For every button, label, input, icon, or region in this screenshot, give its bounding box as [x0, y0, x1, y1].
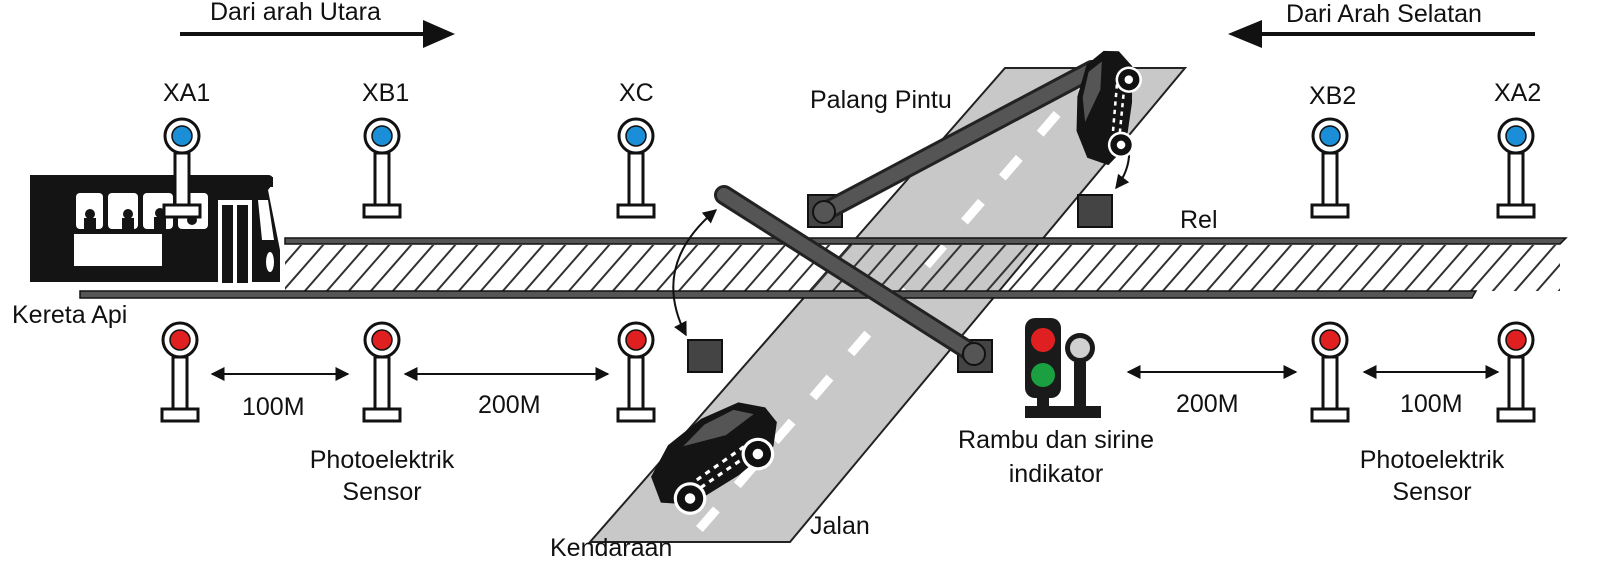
gate-base-north-raised — [1077, 194, 1113, 228]
distance-arrows — [210, 365, 1500, 381]
arrow-left-icon — [1228, 20, 1535, 48]
sensor-right-label-line2: Sensor — [1392, 478, 1471, 506]
sensor-right-label-line1: Photoelektrik — [1360, 446, 1505, 474]
direction-south-label: Dari Arah Selatan — [1286, 0, 1482, 28]
distance-right-2: 100M — [1400, 390, 1463, 418]
sensor-left-label-line2: Sensor — [342, 478, 421, 506]
gate-label: Palang Pintu — [810, 86, 952, 114]
train-icon — [30, 175, 280, 286]
rail-track — [79, 237, 1568, 299]
vehicle-label: Kendaraan — [550, 534, 672, 562]
arrow-right-icon — [180, 20, 455, 48]
photo-sensor-icon — [1496, 321, 1536, 423]
traffic-light-icon — [1025, 318, 1101, 418]
sensor-label-xb2: XB2 — [1309, 82, 1356, 110]
gate-base-south-raised — [687, 339, 723, 373]
photo-sensor-icon — [1310, 321, 1350, 423]
sensor-label-xb1: XB1 — [362, 79, 409, 107]
distance-right-1: 200M — [1176, 390, 1239, 418]
photo-sensor-icon — [616, 117, 656, 219]
photo-sensor-icon — [362, 321, 402, 423]
sensor-left-label-line1: Photoelektrik — [310, 446, 455, 474]
signal-label-line2: indikator — [1009, 460, 1104, 488]
photo-sensor-icon — [160, 321, 200, 423]
gate-barrier-icon — [714, 185, 986, 366]
sensor-label-xc: XC — [619, 79, 654, 107]
photo-sensor-icon — [1310, 117, 1350, 219]
sensor-label-xa1: XA1 — [163, 79, 210, 107]
direction-north-label: Dari arah Utara — [210, 0, 381, 26]
train-label: Kereta Api — [12, 301, 127, 329]
signal-label-line1: Rambu dan sirine — [958, 426, 1154, 454]
photo-sensor-icon — [616, 321, 656, 423]
sensor-label-xa2: XA2 — [1494, 79, 1541, 107]
gate-rotation-arrow — [672, 209, 718, 337]
photo-sensor-icon — [1496, 117, 1536, 219]
gate-barrier-icon — [812, 60, 1102, 224]
photo-sensor-icon — [362, 117, 402, 219]
rail-label: Rel — [1180, 206, 1218, 234]
distance-left-1: 100M — [242, 393, 305, 421]
road-label: Jalan — [810, 512, 870, 540]
distance-left-2: 200M — [478, 391, 541, 419]
